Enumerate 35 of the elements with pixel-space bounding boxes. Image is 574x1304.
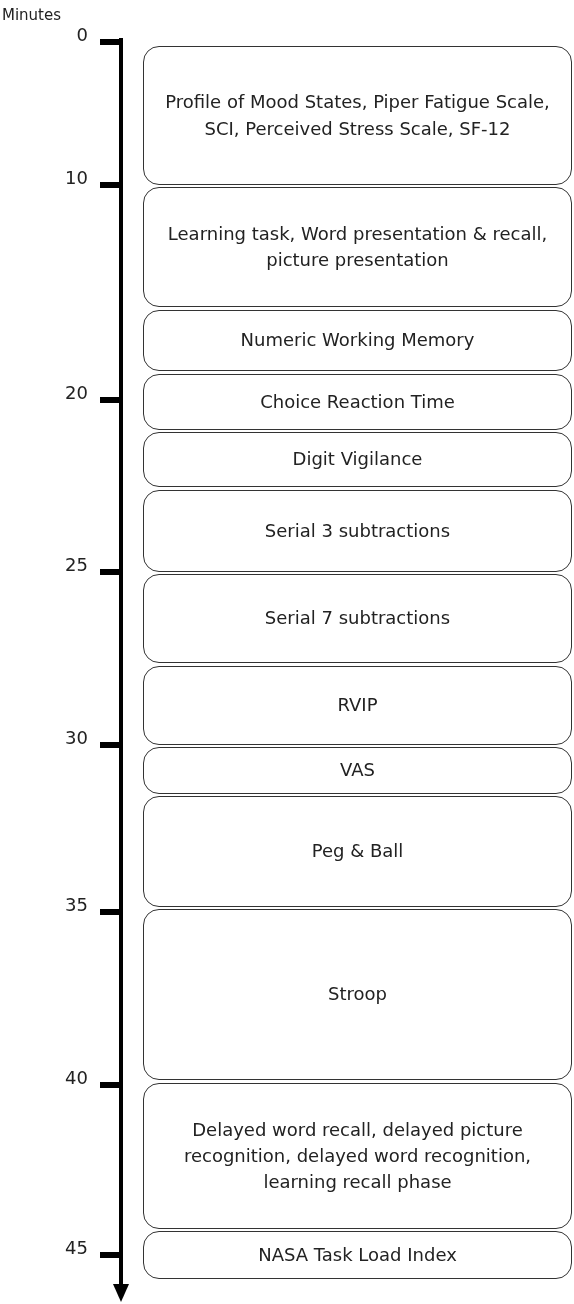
task-text: Delayed word recall, delayed picture recognition, delayed word recognition, learning recall phase [182, 1117, 533, 1195]
tick-label: 10 [65, 167, 88, 188]
task-box [143, 1231, 572, 1279]
task-text: NASA Task Load Index [258, 1242, 457, 1267]
tick-label: 25 [65, 554, 88, 575]
task-box [143, 310, 572, 371]
tick-label: 35 [65, 894, 88, 915]
task-box [143, 187, 572, 307]
task-box [143, 1083, 572, 1229]
task-box [143, 46, 572, 185]
tick-label: 0 [76, 24, 88, 45]
tick-label: 45 [65, 1237, 88, 1258]
task-text: Peg & Ball [311, 839, 404, 864]
task-box [143, 747, 572, 794]
task-text: Learning task, Word presentation & recall, picture presentation [166, 221, 549, 272]
task-box [143, 796, 572, 907]
task-box [143, 432, 572, 487]
task-box [143, 909, 572, 1080]
task-text: Serial 7 subtractions [264, 606, 451, 631]
axis-title: Minutes [2, 6, 62, 24]
task-box [143, 574, 572, 663]
tick-label: 20 [65, 382, 88, 403]
task-box [143, 666, 572, 745]
task-text: RVIP [337, 693, 378, 718]
task-text: VAS [340, 758, 375, 783]
tick-label: 40 [65, 1067, 88, 1088]
task-text: Choice Reaction Time [260, 389, 455, 414]
tick-label: 30 [65, 727, 88, 748]
task-box [143, 374, 572, 430]
task-text: Stroop [328, 982, 387, 1007]
task-text: Serial 3 subtractions [264, 518, 451, 543]
task-text: Profile of Mood States, Piper Fatigue Scale, SCI, Perceived Stress Scale, SF-12 [164, 90, 551, 141]
task-box [143, 490, 572, 572]
task-text: Digit Vigilance [292, 447, 423, 472]
task-text: Numeric Working Memory [240, 328, 475, 353]
